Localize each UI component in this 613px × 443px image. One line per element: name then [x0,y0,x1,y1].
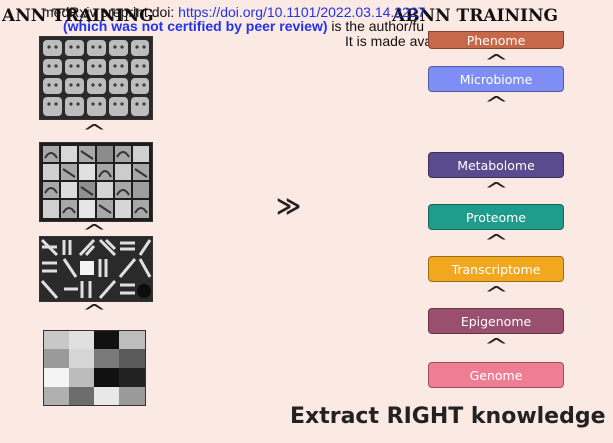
omics-layer-phenome: Phenome [428,31,564,49]
omics-layer-proteome: Proteome [428,204,564,230]
omics-layer-label: Metabolome [457,158,535,173]
pixel-features-image [43,330,146,406]
double-right-arrow-icon: ≫ [276,192,301,220]
omics-layer-epigenome: Epigenome [428,308,564,334]
preprint-review-line: (which was not certified by peer review)… [63,18,424,34]
caret-up-icon: ^ [484,284,509,304]
extract-knowledge-caption: Extract RIGHT knowledge [290,404,606,429]
omics-layer-genome: Genome [428,362,564,388]
omics-layer-metabolome: Metabolome [428,152,564,178]
face-features-image [39,36,153,120]
caret-up-icon: ^ [484,180,509,200]
omics-layer-transcriptome: Transcriptome [428,256,564,282]
preprint-review-note: (which was not certified by peer review) [63,18,328,34]
caret-up-icon: ^ [82,302,107,322]
omics-layer-label: Transcriptome [452,262,541,277]
omics-layer-label: Proteome [466,210,526,225]
object-parts-features-image [39,142,153,222]
omics-layer-label: Epigenome [461,314,531,329]
preprint-author-note: is the author/fu [328,18,425,34]
omics-layer-label: Phenome [467,33,526,48]
edge-features-image [39,236,153,302]
omics-layer-label: Microbiome [460,72,533,87]
caret-up-icon: ^ [484,232,509,252]
omics-layer-microbiome: Microbiome [428,66,564,92]
caret-up-icon: ^ [484,336,509,356]
caret-up-icon: ^ [484,94,509,114]
omics-layer-label: Genome [470,368,523,383]
caret-up-icon: ^ [82,122,107,142]
